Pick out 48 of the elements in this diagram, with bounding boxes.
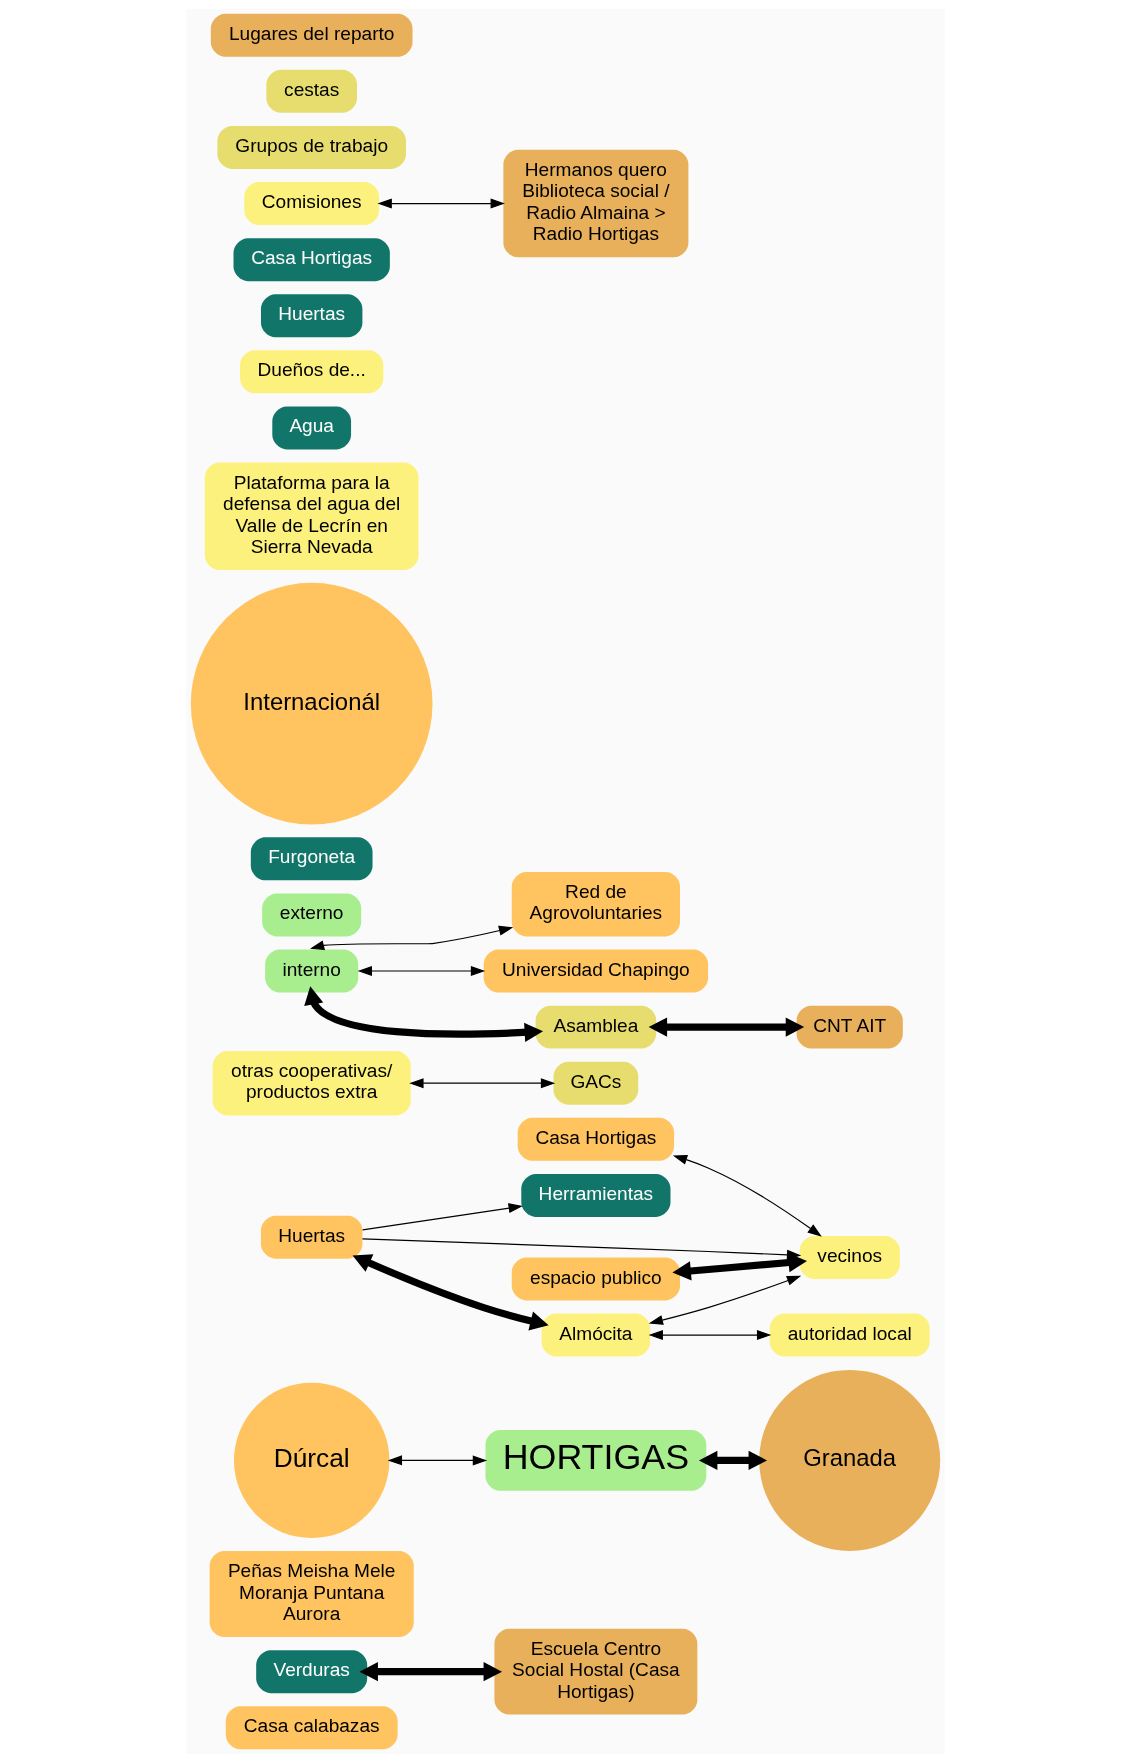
node-box: Hermanos quero Biblioteca social / Radio Almaina > Radio Hortigas <box>503 149 689 257</box>
arrow <box>309 925 514 950</box>
arrow <box>304 985 544 1042</box>
node-box: Almócita <box>541 1313 651 1357</box>
node-box: Lugares del reparto <box>210 13 413 57</box>
node-box: Plataforma para la defensa del agua del Valle de Lecrín en Sierra Nevada <box>204 462 419 570</box>
node-box: HORTIGAS <box>485 1429 707 1491</box>
arrow <box>359 1661 502 1681</box>
node-box: Casa Hortigas <box>233 237 390 281</box>
node-box: Casa Hortigas <box>517 1117 675 1161</box>
node-box: Universidad Chapingo <box>483 949 709 992</box>
node-box: externo <box>262 892 362 936</box>
node-box: Dueños de... <box>240 349 384 393</box>
node-box: espacio publico <box>511 1256 681 1300</box>
node-circle: Internacionál <box>190 582 433 824</box>
node-box: Furgoneta <box>250 836 373 880</box>
arrow <box>377 198 505 209</box>
node-box: Grupos de trabajo <box>217 125 406 169</box>
node-box: Casa calabazas <box>225 1705 398 1749</box>
node-box: GACs <box>553 1061 639 1105</box>
node-box: Asamblea <box>535 1005 657 1049</box>
node-box: Herramientas <box>521 1173 671 1217</box>
node-box: Red de Agrovoluntaries <box>511 871 681 936</box>
node-box: CNT AIT <box>796 1005 903 1049</box>
arrow <box>352 1253 549 1330</box>
node-circle: Dúrcal <box>233 1382 390 1538</box>
node-box: vecinos <box>799 1235 900 1279</box>
arrow <box>357 965 486 976</box>
arrow <box>648 1016 805 1037</box>
arrow <box>648 1275 802 1325</box>
arrow <box>648 1329 772 1340</box>
node-box: Verduras <box>256 1649 368 1693</box>
node-box: Huertas <box>260 293 363 337</box>
arrow <box>698 1450 768 1470</box>
node-box: Comisiones <box>244 181 380 225</box>
arrow <box>672 1154 822 1237</box>
node-box: Huertas <box>260 1215 363 1259</box>
node-box: cestas <box>266 69 358 113</box>
node-box: autoridad local <box>769 1313 930 1357</box>
arrow <box>409 1077 556 1088</box>
arrow <box>387 1454 488 1465</box>
node-box: Agua <box>272 405 352 449</box>
node-circle: Granada <box>759 1369 941 1551</box>
arrow <box>362 1202 523 1230</box>
node-box: Escuela Centro Social Hostal (Casa Hortigas) <box>494 1628 698 1715</box>
node-box: Peñas Meisha Mele Moranja Puntana Aurora <box>209 1550 414 1637</box>
node-box: interno <box>265 949 359 992</box>
node-box: otras cooperativas/ productos extra <box>212 1050 411 1115</box>
